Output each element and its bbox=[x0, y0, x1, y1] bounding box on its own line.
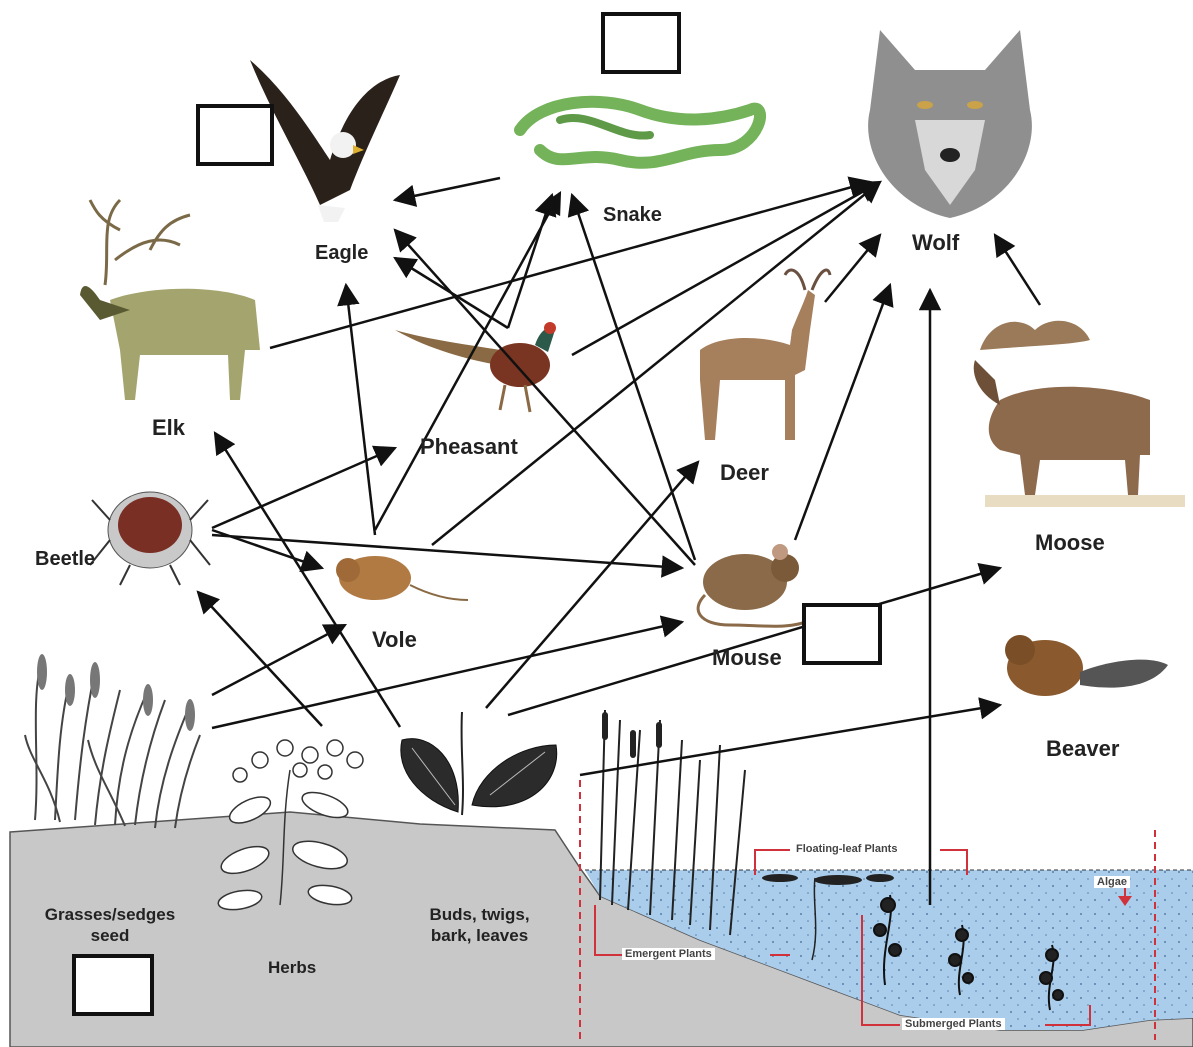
answer-box-grasses[interactable] bbox=[72, 954, 154, 1016]
label-beaver: Beaver bbox=[1046, 736, 1119, 762]
answer-box-snake[interactable] bbox=[601, 12, 681, 74]
beaver-illustration bbox=[1005, 635, 1168, 696]
label-buds: Buds, twigs, bark, leaves bbox=[412, 904, 547, 947]
arrow-pheasant-to-eagle bbox=[395, 258, 508, 328]
arrow-moose-to-wolf bbox=[995, 235, 1040, 305]
moose-illustration bbox=[974, 321, 1185, 507]
arrow-grasses-to-vole bbox=[212, 625, 345, 695]
arrow-herbs-to-beetle bbox=[198, 592, 322, 726]
label-floating-leaf-plants: Floating-leaf Plants bbox=[793, 843, 900, 855]
label-snake: Snake bbox=[603, 204, 662, 227]
label-mouse: Mouse bbox=[712, 645, 782, 671]
answer-box-eagle[interactable] bbox=[196, 104, 274, 166]
buds-leaves-illustration bbox=[401, 712, 557, 815]
arrow-buds-to-deer bbox=[486, 462, 698, 708]
wolf-illustration bbox=[868, 30, 1032, 218]
label-pheasant: Pheasant bbox=[420, 434, 518, 460]
arrow-snake-to-eagle bbox=[395, 178, 500, 200]
arrow-mouse-to-snake bbox=[572, 195, 695, 560]
arrow-mouse-to-eagle bbox=[395, 230, 695, 565]
label-deer: Deer bbox=[720, 460, 769, 486]
grasses-illustration bbox=[25, 660, 200, 828]
arrow-grasses-to-mouse bbox=[212, 622, 682, 728]
arrow-elk-to-wolf bbox=[270, 182, 870, 348]
label-eagle: Eagle bbox=[315, 242, 368, 265]
label-submerged-plants: Submerged Plants bbox=[902, 1018, 1005, 1030]
beetle-illustration bbox=[90, 492, 210, 585]
label-wolf: Wolf bbox=[912, 230, 959, 256]
label-vole: Vole bbox=[372, 627, 417, 653]
label-elk: Elk bbox=[152, 415, 185, 441]
label-algae: Algae bbox=[1094, 876, 1130, 888]
answer-box-mouse[interactable] bbox=[802, 603, 882, 665]
arrow-deer-to-wolf bbox=[825, 235, 880, 302]
vole-illustration bbox=[336, 556, 468, 600]
label-emergent-plants: Emergent Plants bbox=[622, 948, 715, 960]
arrow-pheasant-to-snake bbox=[508, 195, 552, 328]
arrow-beetle-to-mouse bbox=[212, 535, 682, 568]
elk-illustration bbox=[80, 200, 260, 400]
arrow-emergent-to-beaver bbox=[580, 705, 1000, 775]
snake-illustration bbox=[520, 102, 760, 163]
label-grasses: Grasses/sedges seed bbox=[40, 904, 180, 947]
pheasant-illustration bbox=[395, 322, 556, 412]
deer-illustration bbox=[700, 270, 830, 440]
label-moose: Moose bbox=[1035, 530, 1105, 556]
label-herbs: Herbs bbox=[268, 958, 316, 978]
mouse-illustration bbox=[698, 544, 810, 626]
label-beetle: Beetle bbox=[35, 548, 95, 571]
